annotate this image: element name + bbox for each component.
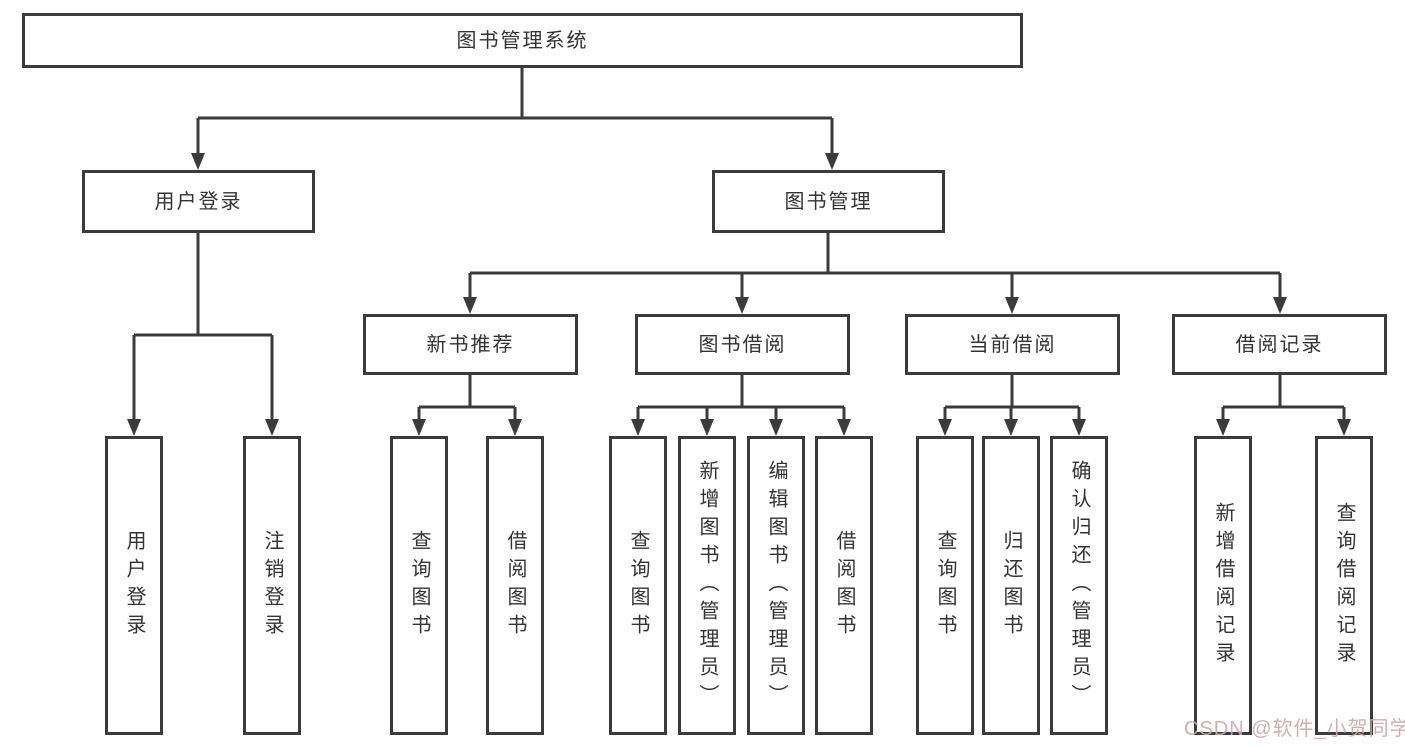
leaf-logout-login-label: 注销登录 — [261, 529, 283, 642]
leaf-query-books-recommend: 查询图书 — [390, 436, 448, 735]
leaf-borrow-books-label: 借阅图书 — [833, 529, 855, 642]
leaf-return-books-label: 归还图书 — [1000, 529, 1022, 642]
node-user-login: 用户登录 — [82, 170, 315, 233]
leaf-query-books-borrow: 查询图书 — [609, 436, 667, 735]
leaf-borrow-books-recommend-label: 借阅图书 — [504, 529, 526, 642]
leaf-user-login-label: 用户登录 — [123, 529, 145, 642]
connector-path — [132, 68, 1346, 421]
csdn-watermark: CSDN @软件_小贺同学 — [1184, 718, 1405, 740]
leaf-edit-books-admin: 编辑图书（管理员） — [747, 436, 805, 735]
node-book-borrowing-label: 图书借阅 — [698, 333, 787, 356]
leaf-return-books: 归还图书 — [982, 436, 1040, 735]
node-new-book-recommendation-label: 新书推荐 — [426, 333, 515, 356]
leaf-add-books-admin-label: 新增图书（管理员） — [696, 459, 718, 712]
leaf-add-borrow-record-label: 新增借阅记录 — [1212, 501, 1234, 670]
leaf-query-books-current-label: 查询图书 — [934, 529, 956, 642]
node-library-system: 图书管理系统 — [22, 13, 1023, 68]
leaf-logout-login: 注销登录 — [243, 436, 301, 735]
node-borrowing-records: 借阅记录 — [1172, 314, 1387, 375]
leaf-confirm-return-admin-label: 确认归还（管理员） — [1068, 459, 1090, 712]
node-book-borrowing: 图书借阅 — [635, 314, 850, 375]
leaf-query-books-borrow-label: 查询图书 — [627, 529, 649, 642]
node-new-book-recommendation: 新书推荐 — [363, 314, 578, 375]
leaf-borrow-books: 借阅图书 — [815, 436, 873, 735]
leaf-confirm-return-admin: 确认归还（管理员） — [1050, 436, 1108, 735]
leaf-add-books-admin: 新增图书（管理员） — [678, 436, 736, 735]
leaf-query-books-recommend-label: 查询图书 — [408, 529, 430, 642]
node-book-management-label: 图书管理 — [784, 190, 873, 213]
leaf-borrow-books-recommend: 借阅图书 — [486, 436, 544, 735]
leaf-query-borrow-record: 查询借阅记录 — [1315, 436, 1373, 735]
leaf-user-login: 用户登录 — [105, 436, 163, 735]
node-library-system-label: 图书管理系统 — [456, 29, 589, 52]
leaf-query-books-current: 查询图书 — [916, 436, 974, 735]
node-current-borrowing-label: 当前借阅 — [968, 333, 1057, 356]
leaf-add-borrow-record: 新增借阅记录 — [1194, 436, 1252, 735]
node-borrowing-records-label: 借阅记录 — [1235, 333, 1324, 356]
leaf-query-borrow-record-label: 查询借阅记录 — [1333, 501, 1355, 670]
node-current-borrowing: 当前借阅 — [905, 314, 1120, 375]
node-user-login-label: 用户登录 — [154, 190, 243, 213]
leaf-edit-books-admin-label: 编辑图书（管理员） — [765, 459, 787, 712]
node-book-management: 图书管理 — [712, 170, 945, 233]
